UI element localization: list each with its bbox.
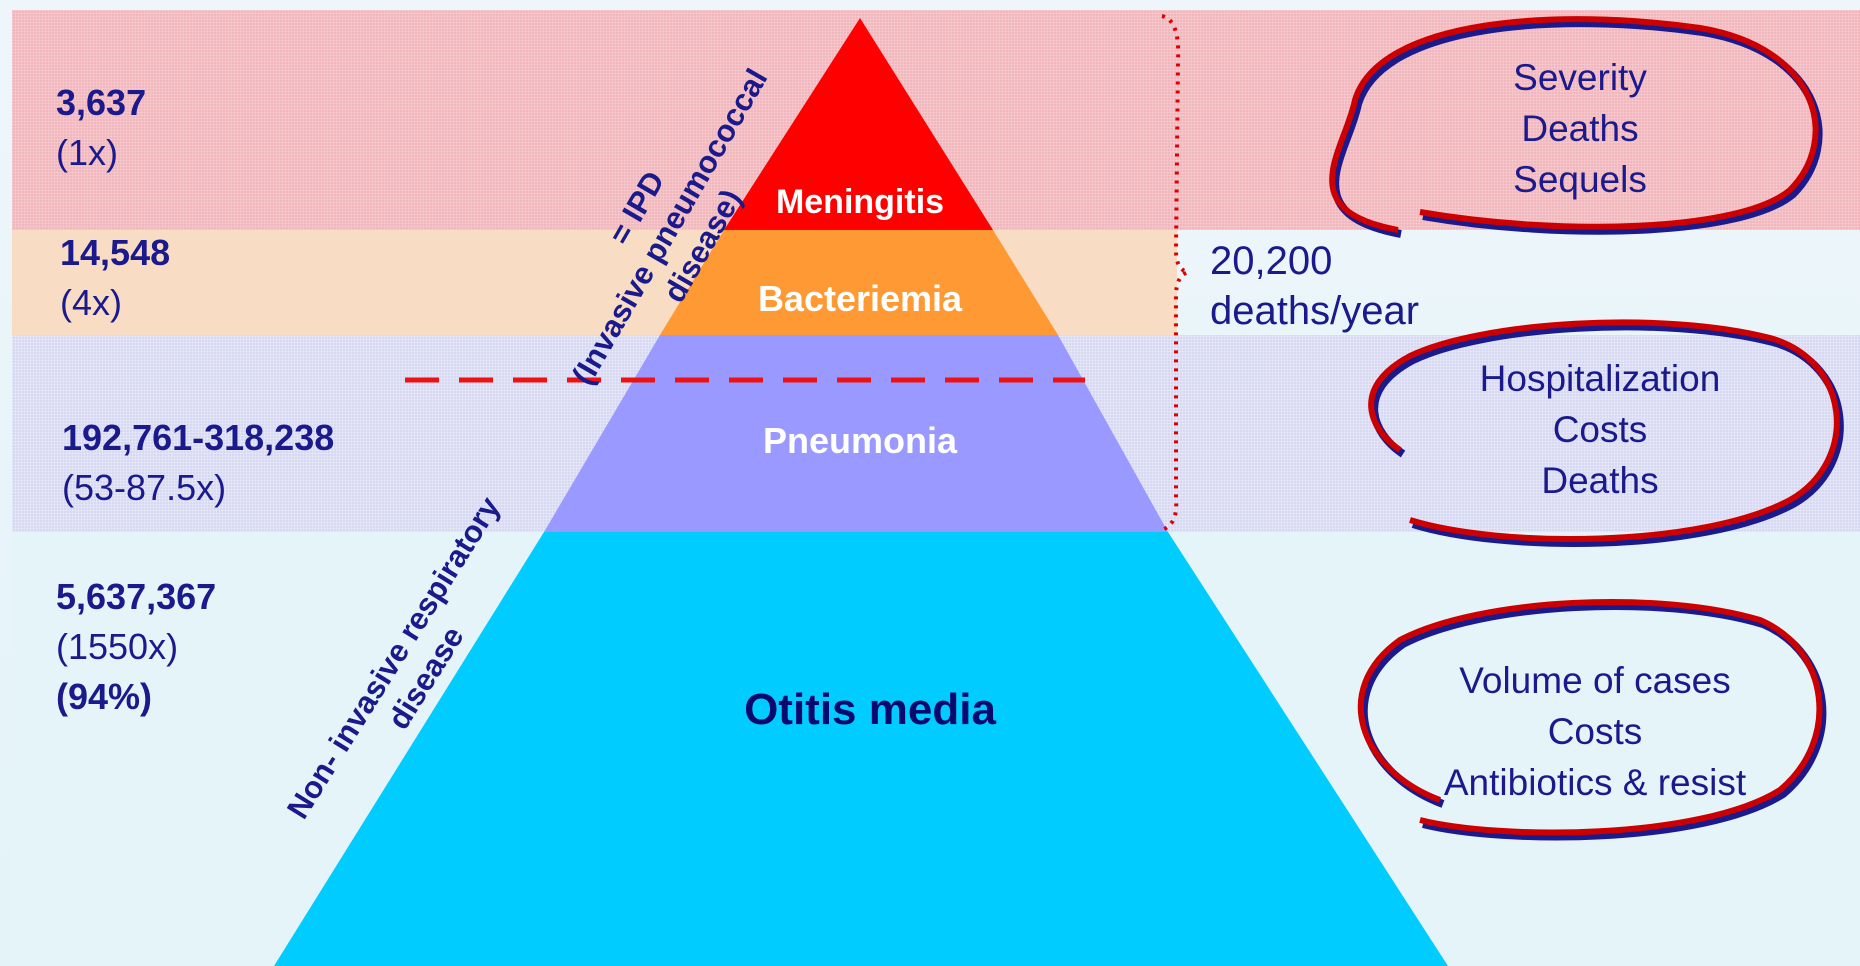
- bubble-line: Hospitalization: [1430, 353, 1770, 404]
- stat-count: 5,637,367: [56, 572, 216, 622]
- bubble-line: Antibiotics & resist: [1395, 757, 1795, 808]
- stat-count: 14,548: [60, 228, 170, 278]
- stat-multiplier: (53-87.5x): [62, 463, 334, 513]
- bubble-line: Volume of cases: [1395, 655, 1795, 706]
- stat-multiplier: (1550x): [56, 622, 216, 672]
- bubble-line: Sequels: [1440, 154, 1720, 205]
- stat-pneumonia: 192,761-318,238 (53-87.5x): [62, 413, 334, 513]
- stat-count: 3,637: [56, 78, 146, 128]
- bubble-line: Severity: [1440, 52, 1720, 103]
- pneumonia-label: Pneumonia: [700, 420, 1020, 462]
- bubble-line: Deaths: [1440, 103, 1720, 154]
- stat-meningitis: 3,637 (1x): [56, 78, 146, 178]
- meningitis-label: Meningitis: [740, 183, 980, 222]
- volume-bubble-text: Volume of cases Costs Antibiotics & resi…: [1395, 655, 1795, 808]
- deaths-count: 20,200: [1210, 236, 1419, 286]
- deaths-brace: [1162, 16, 1188, 530]
- bubble-line: Deaths: [1430, 455, 1770, 506]
- stat-multiplier: (4x): [60, 278, 170, 328]
- stat-bacteriemia: 14,548 (4x): [60, 228, 170, 328]
- bubble-line: Costs: [1430, 404, 1770, 455]
- bubble-line: Costs: [1395, 706, 1795, 757]
- stat-count: 192,761-318,238: [62, 413, 334, 463]
- stat-multiplier: (1x): [56, 128, 146, 178]
- stat-otitis: 5,637,367 (1550x) (94%): [56, 572, 216, 722]
- deaths-per-year: 20,200 deaths/year: [1210, 236, 1419, 336]
- hospitalization-bubble-text: Hospitalization Costs Deaths: [1430, 353, 1770, 506]
- bacteriemia-label: Bacteriemia: [710, 278, 1010, 320]
- severity-bubble-text: Severity Deaths Sequels: [1440, 52, 1720, 205]
- deaths-unit: deaths/year: [1210, 286, 1419, 336]
- otitis-label: Otitis media: [680, 685, 1060, 735]
- stat-percent: (94%): [56, 672, 216, 722]
